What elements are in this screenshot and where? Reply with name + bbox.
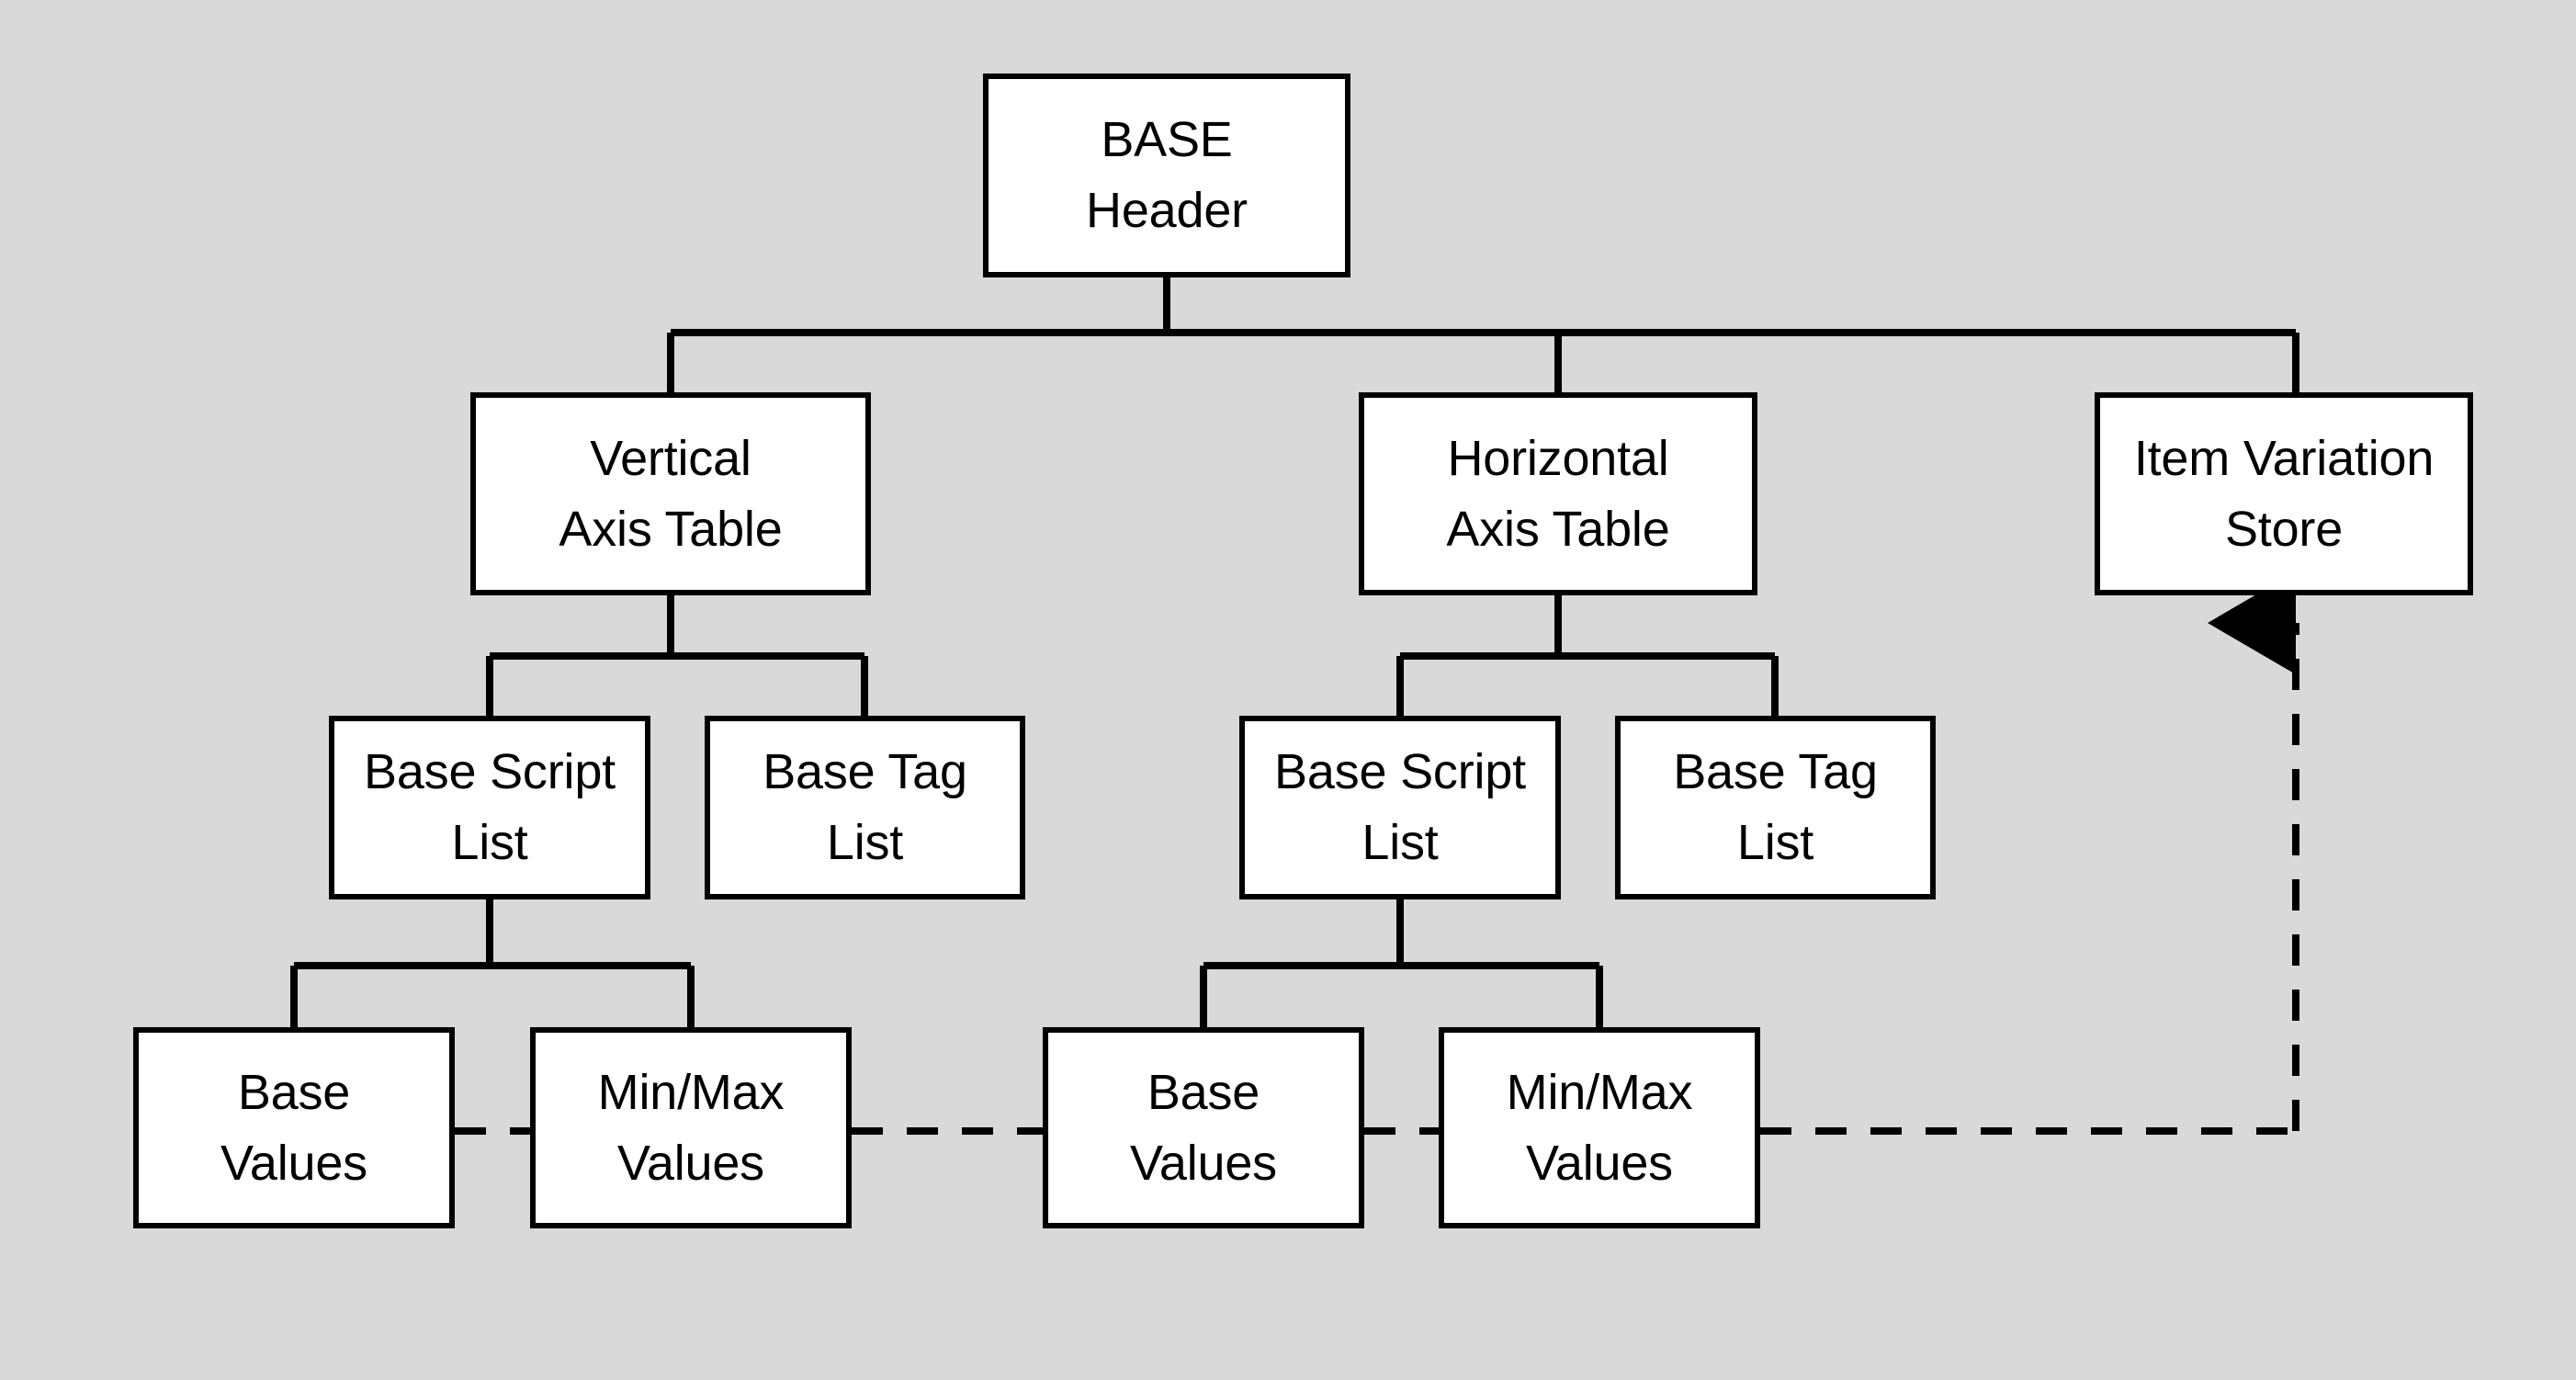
node-base-script-list-vertical-line-1: Base Script xyxy=(364,744,616,800)
node-base-values-horizontal-line-2: Values xyxy=(1130,1135,1277,1191)
node-vertical-axis-table[interactable]: Vertical Axis Table xyxy=(470,392,871,595)
node-min-max-values-horizontal[interactable]: Min/Max Values xyxy=(1439,1027,1760,1228)
node-base-script-list-horizontal-line-1: Base Script xyxy=(1274,744,1526,800)
node-horizontal-axis-table[interactable]: Horizontal Axis Table xyxy=(1359,392,1757,595)
node-min-max-values-vertical[interactable]: Min/Max Values xyxy=(530,1027,852,1228)
node-min-max-values-vertical-line-2: Values xyxy=(617,1135,764,1191)
node-base-tag-list-horizontal-line-2: List xyxy=(1736,815,1814,870)
node-base-tag-list-vertical-line-2: List xyxy=(826,815,904,870)
node-base-script-list-vertical-line-2: List xyxy=(451,815,528,870)
node-base-values-horizontal[interactable]: Base Values xyxy=(1043,1027,1364,1228)
node-base-header-line-1: BASE xyxy=(1101,112,1233,168)
node-base-header[interactable]: BASE Header xyxy=(983,74,1350,277)
node-item-variation-store-line-2: Store xyxy=(2224,501,2344,557)
node-base-tag-list-horizontal[interactable]: Base Tag List xyxy=(1615,716,1936,899)
node-min-max-values-horizontal-line-2: Values xyxy=(1526,1135,1673,1191)
node-base-values-vertical-line-2: Values xyxy=(220,1135,367,1191)
node-base-values-vertical-line-1: Base xyxy=(237,1064,351,1120)
node-min-max-values-vertical-line-1: Min/Max xyxy=(597,1064,785,1120)
node-vertical-axis-table-line-2: Axis Table xyxy=(559,501,783,557)
node-item-variation-store-line-1: Item Variation xyxy=(2133,430,2435,486)
node-base-header-line-2: Header xyxy=(1086,183,1248,238)
node-base-script-list-vertical[interactable]: Base Script List xyxy=(329,716,650,899)
node-horizontal-axis-table-line-1: Horizontal xyxy=(1447,430,1669,486)
node-base-script-list-horizontal[interactable]: Base Script List xyxy=(1239,716,1561,899)
node-min-max-values-horizontal-line-1: Min/Max xyxy=(1506,1064,1693,1120)
node-vertical-axis-table-line-1: Vertical xyxy=(590,430,751,486)
node-base-values-vertical[interactable]: Base Values xyxy=(133,1027,455,1228)
node-item-variation-store[interactable]: Item Variation Store xyxy=(2095,392,2473,595)
node-base-script-list-horizontal-line-2: List xyxy=(1361,815,1439,870)
node-base-values-horizontal-line-1: Base xyxy=(1147,1064,1260,1120)
node-horizontal-axis-table-line-2: Axis Table xyxy=(1446,501,1670,557)
node-base-tag-list-vertical[interactable]: Base Tag List xyxy=(705,716,1025,899)
node-base-tag-list-horizontal-line-1: Base Tag xyxy=(1673,744,1878,800)
node-base-tag-list-vertical-line-1: Base Tag xyxy=(763,744,967,800)
